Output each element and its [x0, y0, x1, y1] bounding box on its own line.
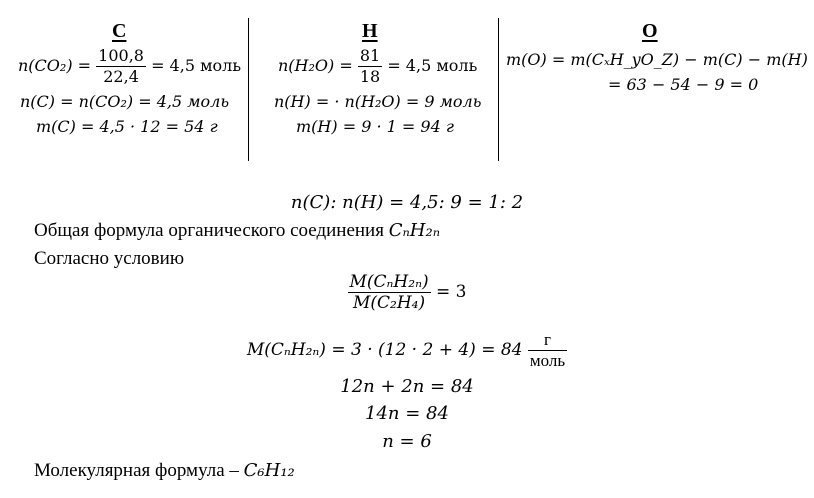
ratio-equation: n(C): n(H) = 4,5: 9 = 1: 2: [290, 192, 524, 213]
column-title-c: C: [112, 20, 127, 42]
c-line-3: m(C) = 4,5 · 12 = 54 г: [36, 117, 218, 136]
equation-step-3: n = 6: [382, 431, 432, 452]
equation-step-1: 12n + 2n = 84: [340, 376, 474, 397]
c-line-2: n(C) = n(CO₂) = 4,5 моль: [20, 92, 230, 111]
ratio-fraction-equation: M(CₙH₂ₙ)M(C₂H₄) = 3: [347, 272, 467, 313]
column-title-o: O: [642, 20, 658, 42]
condition-line: Согласно условию: [34, 248, 185, 269]
h-line-2: n(H) = · n(H₂O) = 9 моль: [274, 92, 482, 111]
column-title-h: H: [362, 20, 378, 42]
o-line-1: m(O) = m(CₓH_yO_Z) − m(C) − m(H) =: [506, 50, 814, 69]
column-divider-1: [248, 18, 249, 161]
column-divider-2: [498, 18, 499, 161]
molecular-formula-line: Молекулярная формула – C₆H₁₂: [34, 460, 295, 481]
h-line-3: m(H) = 9 · 1 = 94 г: [296, 117, 454, 136]
general-formula-line: Общая формула органического соединения C…: [34, 220, 441, 241]
equation-step-2: 14n = 84: [365, 403, 449, 424]
o-line-2: = 63 − 54 − 9 = 0: [608, 75, 759, 94]
